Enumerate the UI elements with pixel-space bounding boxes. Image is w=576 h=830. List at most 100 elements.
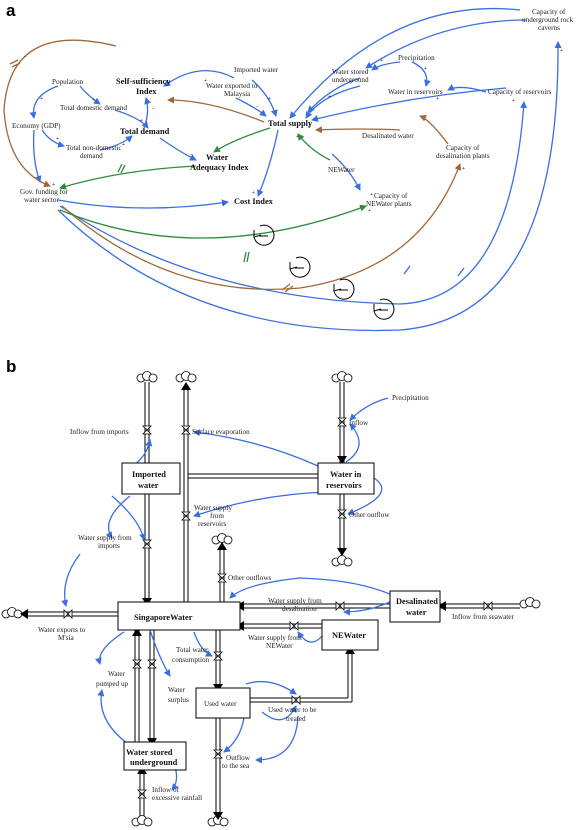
polarity-sign: + [56, 136, 59, 142]
label-inflow: Inflow [349, 419, 369, 427]
label-desal-2: water [406, 608, 427, 617]
valve-icon [63, 609, 73, 619]
label-supply-desal-1: Water supply from [268, 597, 322, 605]
loop-icon-4 [373, 298, 395, 320]
polarity-sign: + [252, 190, 255, 196]
valve-icon [291, 695, 301, 705]
delay-mark-brown-2b [284, 285, 294, 293]
valve-icon [217, 573, 227, 583]
label-gov-funding-2: water sector [24, 196, 60, 204]
delay-mark-green-2 [243, 251, 247, 263]
label-treated-2: treated [286, 715, 306, 723]
cloud-icon [175, 371, 197, 383]
label-capacity-newater-2: NEWater plants [366, 200, 412, 208]
link-capcaverns-storedunderground [365, 19, 527, 69]
valve-icon [213, 749, 223, 759]
polarity-sign: − [256, 104, 259, 110]
valve-icon [181, 511, 191, 521]
arrow-exports [20, 609, 28, 619]
link-reservoirs-totalsupply [305, 85, 361, 119]
arrow-inflow-reservoirs [337, 456, 347, 464]
label-underground-1: Water stored [126, 748, 173, 757]
link-newater-totalsupply [297, 133, 331, 161]
label-underground-2: underground [130, 758, 178, 767]
polarity-sign: + [268, 96, 271, 102]
link-totalsupply-selfsuff [167, 96, 265, 123]
panel-a-labels: Population Total domestic demand Economy… [12, 8, 574, 208]
label-cost-index: Cost Index [234, 197, 274, 206]
label-stored-underground-1: Water stored [332, 68, 369, 76]
cloud-icon [331, 555, 353, 567]
cloud-icon [211, 533, 233, 545]
link-reservoirs-other [347, 477, 383, 516]
arrow-other-outflows [217, 542, 227, 550]
delay-mark-green-1 [117, 163, 123, 173]
arrow-evaporation [181, 382, 191, 390]
polarity-sign: − [24, 54, 27, 60]
panel-a: a [3, 1, 574, 332]
label-inflow-from-imports: Inflow from imports [70, 428, 129, 436]
label-supply-reservoirs-1: Water supply [194, 504, 232, 512]
link-treated-loop [261, 705, 297, 721]
link-nondomestic-totaldemand [99, 135, 133, 151]
valve-icon [337, 509, 347, 519]
loop-icon-3 [333, 278, 355, 300]
label-imported-water-2: water [138, 481, 159, 490]
label-total-supply: Total supply [268, 119, 313, 128]
label-newater-b: NEWater [332, 631, 366, 640]
causal-links-green [59, 127, 465, 277]
polarity-sign: + [512, 98, 515, 104]
loop-icon-2 [289, 256, 311, 278]
label-self-sufficiency-1: Self-sufficiency [116, 77, 171, 86]
label-capacity-caverns-2: underground rock [522, 16, 574, 24]
link-totalsupply-costindex [257, 129, 279, 197]
label-rainfall-2: excessive rainfall [152, 794, 202, 802]
cloud-icon [331, 371, 353, 383]
link-imported-supply [105, 495, 131, 539]
label-supply-newater-1: Water supply from [248, 634, 302, 642]
link-totalsupply-adequacy [213, 127, 271, 153]
polarity-sign: + [462, 166, 465, 172]
label-capacity-desal-1: Capacity of [446, 144, 480, 152]
link-sg-pumped [94, 631, 125, 665]
link-domestic-totaldemand [114, 109, 149, 129]
link-capreservoirs-totalsupply [311, 87, 507, 122]
arrow-sea [213, 812, 223, 820]
polarity-sign: + [92, 97, 95, 103]
label-reservoirs-2: reservoirs [326, 481, 362, 490]
link-capcaverns-totalsupply [289, 7, 521, 119]
label-rainfall-1: Inflow of [152, 786, 180, 794]
link-sg-surplus [149, 629, 171, 677]
label-surplus-1: Water [168, 686, 186, 694]
link-adequacy-govfunding [59, 165, 197, 190]
link-totaldemand-selfsuff [143, 97, 152, 129]
label-precipitation: Precipitation [398, 54, 435, 62]
stock-water-stored-underground [123, 741, 187, 771]
cloud-icon [1, 607, 23, 619]
panel-b: b [1, 357, 541, 827]
link-economy-nondomestic [41, 129, 65, 148]
link-govfunding-capnewater [59, 204, 367, 239]
label-treated-1: Used water to be [268, 706, 317, 714]
link-reservoirs-evap [193, 429, 319, 467]
link-newater-capnewater [331, 153, 361, 191]
cloud-icon [136, 371, 158, 383]
label-singapore-water: SingaporeWater [134, 613, 193, 622]
polarity-sign: + [560, 48, 563, 54]
link-population-domestic [79, 85, 101, 105]
label-other-outflow: Other outflow [349, 511, 390, 519]
link-precip-reservoirs [411, 61, 431, 87]
label-imported-water-1: Imported [132, 470, 166, 479]
label-nondomestic-2: demand [80, 152, 103, 160]
label-supply-imports-1: Water supply from [78, 534, 132, 542]
label-used-water: Used water [204, 700, 237, 708]
label-self-sufficiency-2: Index [136, 87, 157, 96]
stock-water-in-reservoirs [317, 462, 375, 495]
label-economy: Economy (GDP) [12, 122, 61, 130]
polarity-sign: + [222, 202, 225, 208]
valve-icon [483, 601, 493, 611]
polarity-sign: + [122, 142, 125, 148]
link-exported-totalsupply [235, 97, 267, 117]
valve-icon [335, 601, 345, 611]
cloud-icon [519, 597, 541, 609]
